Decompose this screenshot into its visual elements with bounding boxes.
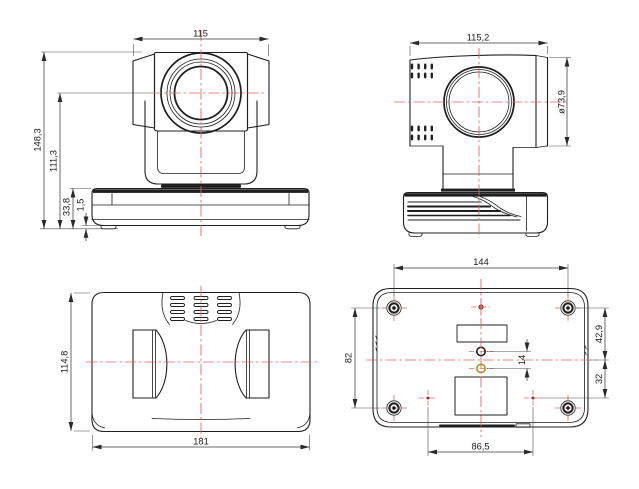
dim-bottom-mark-span: 86,5 [427,407,534,456]
side-base [402,188,549,237]
dim-front-lens-center-height: 111,3 [49,92,150,229]
dim-label-top-overall-width: 181 [193,437,209,447]
bottom-view: 144 82 42,9 32 14 [344,257,609,456]
dim-label-side-lens-diameter: ø73,9 [557,90,567,114]
dim-bottom-tripod-hole-gap: 14 [487,339,531,381]
mount-screw-hole [381,295,407,321]
dim-label-side-overall-depth: 115,2 [467,33,490,43]
dim-label-front-lens-center-height: 111,3 [49,150,59,172]
top-left-arm [132,329,168,399]
dim-top-overall-width: 181 [92,435,310,451]
mount-screw-hole [555,395,581,421]
side-vent-slots [410,63,433,141]
dim-label-front-overall-height: 148,3 [33,128,43,151]
top-view: 114,8 181 [60,286,318,451]
dim-label-bottom-hole-span-depth: 82 [344,353,354,363]
dim-front-base-height: 33,8 [62,188,91,229]
top-dimensions: 114,8 181 [60,292,310,451]
screw-position-marker [524,390,542,406]
front-left-side-panel [132,53,156,129]
side-neck [442,145,514,190]
front-right-side-panel [246,53,270,129]
top-vent-panel [161,292,241,325]
dim-front-overall-height: 148,3 [33,51,142,229]
side-lens-plate [535,54,549,149]
front-view: 115 148,3 111,3 33,8 1,5 [33,29,310,241]
dim-side-lens-diameter: ø73,9 [549,57,571,147]
dim-label-bottom-holes-to-center: 42,9 [594,325,604,343]
side-dimensions: 115,2 ø73,9 [409,33,571,147]
dim-front-foot-height: 1,5 [40,199,118,241]
side-neck-flange [441,188,515,192]
bottom-centerlines [366,279,598,437]
top-right-arm [234,329,270,399]
side-base-slats [407,196,522,221]
side-centerlines [394,48,568,238]
front-base [91,187,310,230]
dim-bottom-center-to-marks: 32 [540,360,609,399]
side-right-foot [525,232,540,237]
dim-label-front-foot-height: 1,5 [76,199,86,212]
screw-position-marker [419,390,437,406]
dim-label-front-base-height: 33,8 [62,198,72,216]
dim-label-top-body-depth: 114,8 [60,351,70,374]
front-centerlines [150,30,264,236]
side-base-swoosh [472,196,518,218]
dim-bottom-hole-span-depth: 82 [344,307,380,409]
dim-bottom-hole-span-width: 144 [393,257,569,296]
side-left-foot [408,232,423,237]
dim-side-overall-depth: 115,2 [409,33,548,56]
dim-label-bottom-mark-span: 86,5 [471,442,489,452]
bottom-dimensions: 144 82 42,9 32 14 [344,257,609,456]
mount-screw-hole [381,395,407,421]
bottom-edge-ticks [375,335,587,356]
dim-bottom-holes-to-center: 42,9 [576,307,609,361]
dim-label-bottom-hole-span-width: 144 [473,257,489,267]
dim-label-bottom-center-to-marks: 32 [594,374,604,384]
side-view: 115,2 ø73,9 [394,33,571,238]
dim-top-body-depth: 114,8 [60,292,90,432]
front-dimensions: 115 148,3 111,3 33,8 1,5 [33,29,269,241]
front-right-foot [284,225,301,230]
bottom-label-recess [456,324,508,343]
top-centerlines [86,286,318,438]
dim-label-front-overall-width: 115 [193,29,208,39]
front-bracket-outer [144,100,258,185]
dim-front-overall-width: 115 [133,29,269,56]
dim-label-bottom-tripod-hole-gap: 14 [517,355,527,365]
